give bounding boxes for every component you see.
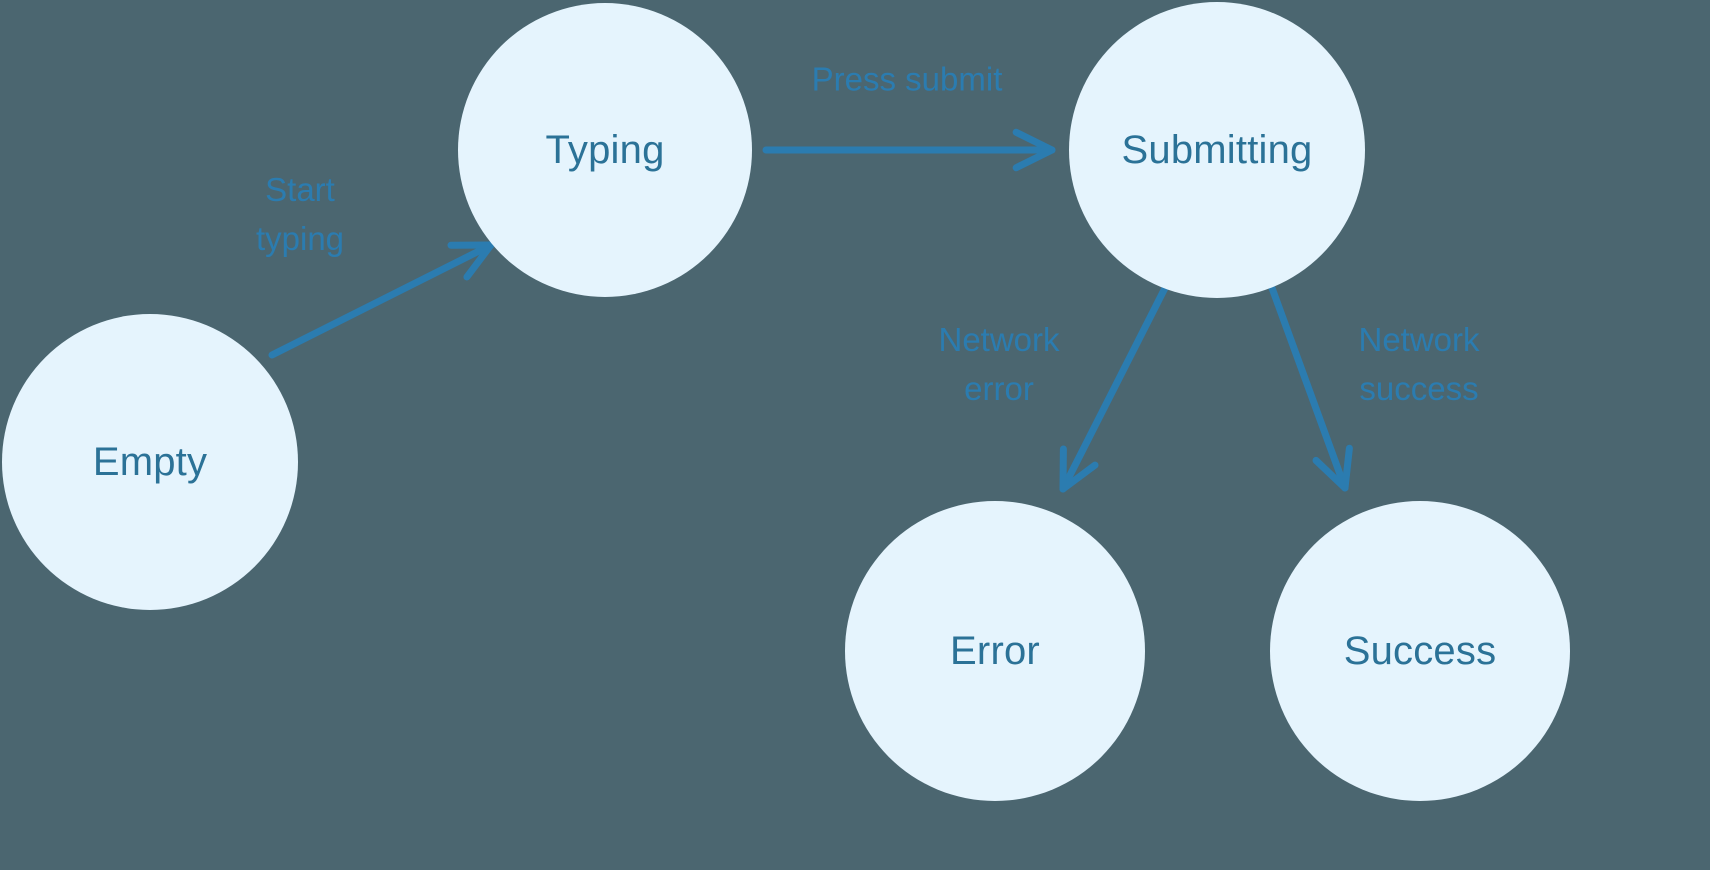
edge-line-submitting-to-error	[1059, 284, 1169, 493]
edge-label-press-submit: Press submit	[811, 60, 1003, 98]
node-typing[interactable]: Typing	[458, 3, 752, 297]
edge-arrowhead-empty-to-typing	[447, 241, 495, 281]
node-empty-label: Empty	[92, 439, 208, 484]
node-success-label: Success	[1343, 628, 1497, 673]
node-error-label: Error	[950, 628, 1040, 673]
edge-arrowhead-submitting-to-error	[1059, 445, 1099, 493]
node-typing-label: Typing	[545, 127, 665, 172]
node-submitting-label: Submitting	[1121, 127, 1313, 172]
edge-arrowhead-typing-to-submitting	[1012, 128, 1056, 172]
edge-line-submitting-to-success	[1268, 284, 1349, 492]
edges-group	[268, 128, 1353, 493]
node-submitting[interactable]: Submitting	[1069, 2, 1365, 298]
edge-label-start-typing: Start typing	[255, 171, 345, 257]
node-success[interactable]: Success	[1270, 501, 1570, 801]
edge-line-empty-to-typing	[268, 241, 495, 359]
node-empty[interactable]: Empty	[2, 314, 298, 610]
edge-label-network-error: Network error	[938, 321, 1060, 407]
edge-arrowhead-submitting-to-success	[1312, 444, 1353, 492]
edge-label-network-success: Network success	[1358, 321, 1480, 407]
node-error[interactable]: Error	[845, 501, 1145, 801]
